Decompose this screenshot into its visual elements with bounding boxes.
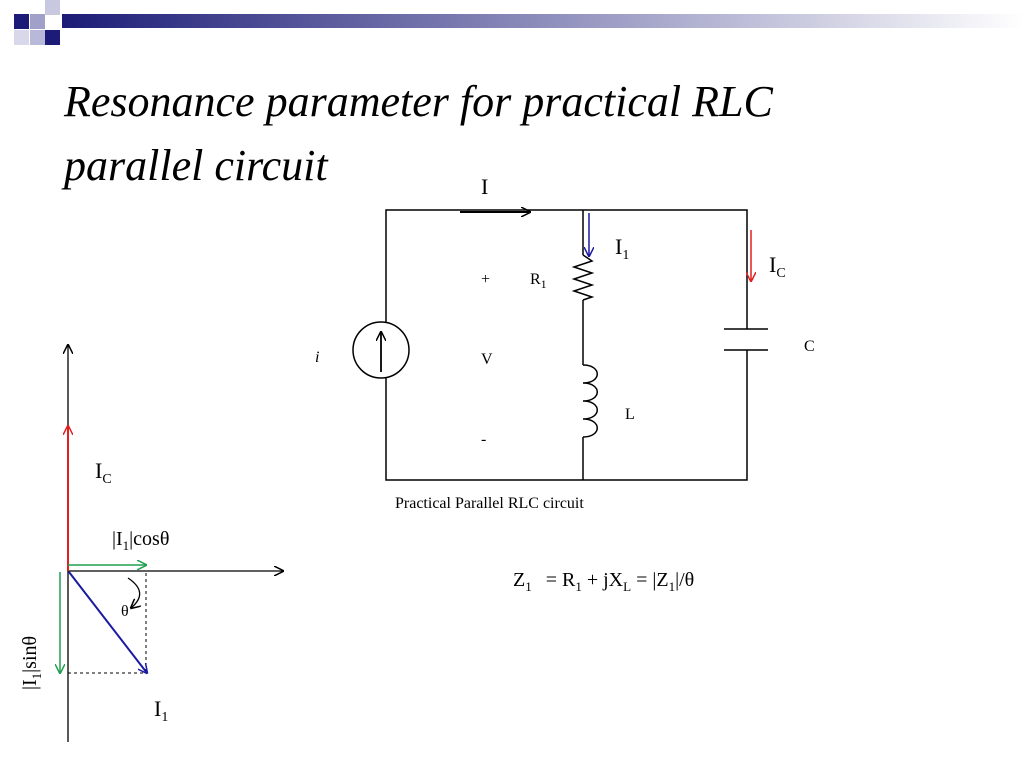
total-current-label: I (481, 174, 488, 199)
i1-phasor-label: I1 (154, 696, 168, 725)
resistor-label: R1 (530, 271, 547, 291)
circuit-diagram (385, 209, 748, 481)
header-square (45, 30, 60, 45)
header-decoration (14, 0, 1024, 45)
resistor-symbol (571, 254, 595, 301)
header-square (14, 30, 29, 45)
header-bar (62, 14, 1024, 28)
impedance-equation: Z1= R1 + jXL = |Z1|/θ (513, 569, 694, 594)
header-square (30, 30, 45, 45)
cos-component-label: |I1|cosθ (112, 528, 169, 553)
sin-component-label: |I1|sinθ (19, 636, 44, 690)
title-line-2: parallel circuit (64, 141, 328, 190)
capacitor-current-label: IC (769, 252, 786, 281)
theta-arc-icon (127, 577, 140, 608)
i1-phasor-arrow (68, 571, 147, 673)
source-label: i (315, 349, 319, 366)
ic-phasor-label: IC (95, 458, 112, 487)
voltage-plus-label: + (481, 271, 490, 288)
capacitor-label: C (804, 338, 815, 355)
branch-current-label: I1 (615, 234, 629, 263)
circuit-wires (385, 209, 748, 481)
theta-label: θ (121, 603, 129, 620)
circuit-caption: Practical Parallel RLC circuit (395, 495, 584, 512)
header-square (14, 14, 29, 29)
capacitor-symbol (724, 328, 768, 351)
voltage-minus-label: - (481, 431, 486, 448)
voltage-label: V (481, 351, 493, 368)
header-square (30, 14, 45, 29)
title-line-1: Resonance parameter for practical RLC (64, 77, 773, 126)
inductor-label: L (625, 406, 635, 423)
slide-title: Resonance parameter for practical RLC pa… (64, 70, 773, 198)
header-square (45, 0, 60, 15)
inductor-symbol (582, 364, 598, 438)
phasor-diagram (60, 345, 283, 742)
